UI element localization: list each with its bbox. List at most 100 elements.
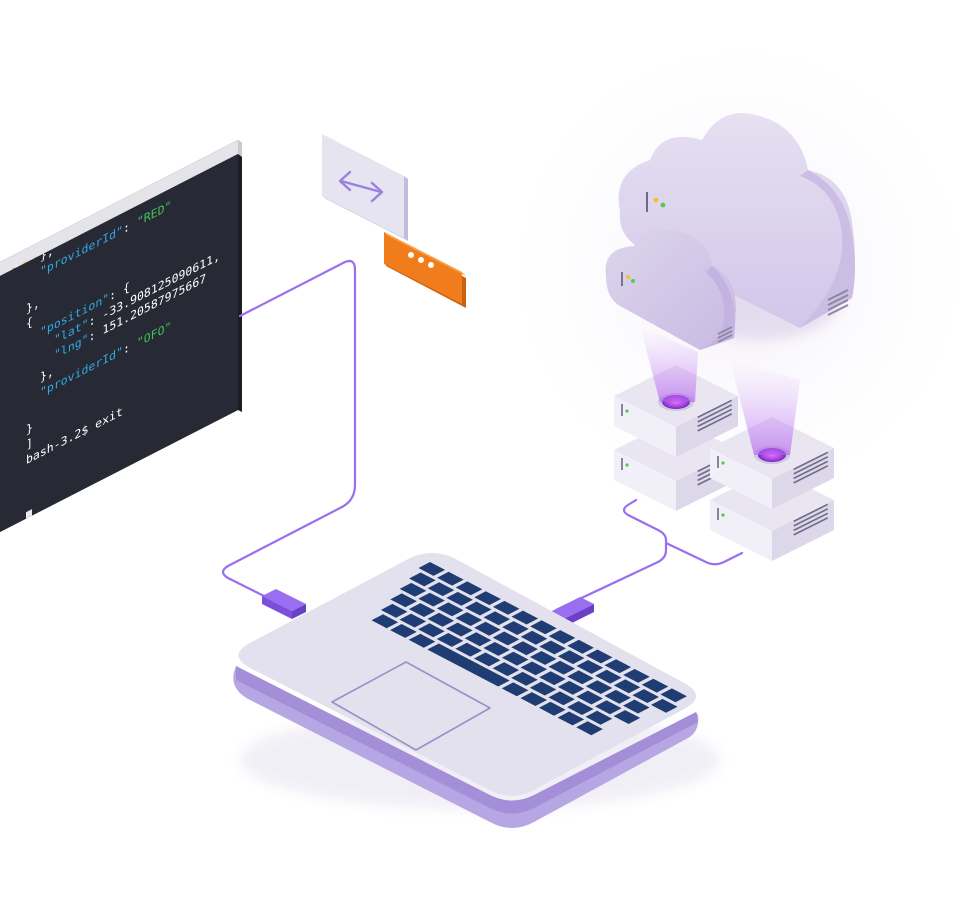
keyboard-key[interactable] [418,592,445,607]
keyboard-key[interactable] [595,700,622,715]
terminal-window: "position": {"lat": -33.915162,"lng": 15… [0,140,242,532]
keyboard-key[interactable] [529,651,557,665]
keyboard-key[interactable] [492,631,520,646]
cloud-small [605,229,736,350]
keyboard-key[interactable] [455,642,482,657]
keyboard-key[interactable] [576,660,604,674]
keyboard-key[interactable] [585,680,613,694]
server-link-cable [664,541,744,566]
keyboard-key[interactable] [399,582,427,597]
status-light-icon [631,279,635,283]
keyboard-key[interactable] [483,611,511,626]
keyboard [371,562,687,736]
server-cable [554,498,668,612]
keyboard-key[interactable] [548,691,575,706]
keyboard-key[interactable] [464,632,492,647]
keyboard-key[interactable] [473,652,501,667]
keyboard-key[interactable] [520,630,548,645]
usb-connector-left [262,589,306,619]
ellipsis-icon [408,252,434,268]
server-stacks [614,365,834,561]
status-light-icon [653,197,659,203]
keyboard-key[interactable] [483,642,510,656]
keyboard-key[interactable] [539,640,566,655]
keyboard-key[interactable] [585,710,613,725]
keyboard-key[interactable] [511,610,539,625]
trackpad[interactable] [331,661,491,751]
keyboard-key[interactable] [548,630,576,644]
status-light-icon [626,275,630,279]
keyboard-key[interactable] [530,620,557,635]
keyboard-key[interactable] [632,689,659,703]
keyboard-key[interactable] [427,643,510,687]
keyboard-key[interactable] [660,688,687,703]
keyboard-key[interactable] [455,581,483,596]
keyboard-key[interactable] [474,621,501,636]
keyboard-key[interactable] [623,669,650,683]
keyboard-key[interactable] [390,593,417,608]
keyboard-key[interactable] [492,600,520,615]
keyboard-key[interactable] [604,659,632,674]
keyboard-key[interactable] [585,649,613,664]
keyboard-key[interactable] [427,612,455,627]
keyboard-key[interactable] [511,641,538,656]
keyboard-key[interactable] [380,603,408,618]
code-brackets-icon [338,170,384,203]
keyboard-key[interactable] [409,572,436,587]
keyboard-key[interactable] [446,591,473,606]
keyboard-key[interactable] [641,678,669,693]
keyboard-key[interactable] [511,671,538,686]
keyboard-key[interactable] [613,679,641,694]
keyboard-key[interactable] [595,669,622,684]
keyboard-key[interactable] [539,701,566,716]
keyboard-key[interactable] [502,621,529,635]
keyboard-key[interactable] [557,711,585,726]
keyboard-key[interactable] [464,601,492,616]
cables [221,259,744,612]
keyboard-key[interactable] [427,582,455,597]
keyboard-key[interactable] [557,680,585,695]
keyboard-key[interactable] [520,661,548,676]
status-light-icon [625,463,629,467]
keyboard-key[interactable] [371,614,399,629]
keyboard-key[interactable] [567,701,594,715]
keyboard-key[interactable] [408,603,436,617]
terminal-cable [221,259,357,602]
light-beam [730,360,800,455]
keyboard-key[interactable] [446,622,473,637]
laptop [233,553,720,828]
keyboard-key[interactable] [408,633,436,648]
keyboard-key[interactable] [455,612,483,626]
keyboard-key[interactable] [501,682,529,697]
terminal-line: { [26,315,33,332]
keyboard-key[interactable] [436,602,464,617]
keyboard-key[interactable] [418,623,445,638]
keyboard-key[interactable] [548,660,576,675]
keyboard-key[interactable] [418,562,446,576]
keyboard-key[interactable] [399,613,427,628]
keyboard-key[interactable] [390,624,417,638]
keyboard-key[interactable] [436,633,464,647]
keyboard-key[interactable] [567,670,594,685]
keyboard-key[interactable] [501,651,529,666]
keyboard-key[interactable] [539,671,566,686]
keyboard-key[interactable] [529,681,557,696]
keyboard-key[interactable] [557,650,585,665]
terminal-title-bar [0,140,238,276]
keyboard-key[interactable] [576,690,603,705]
keyboard-key[interactable] [492,662,520,677]
terminal-body [0,154,238,532]
keyboard-key[interactable] [474,591,501,606]
keyboard-key[interactable] [613,710,641,724]
terminal-line: } [26,420,33,437]
keyboard-key[interactable] [651,698,678,713]
keyboard-key[interactable] [604,689,631,704]
keyboard-key[interactable] [576,721,603,736]
light-beam [640,326,698,402]
keyboard-key[interactable] [437,571,464,586]
keyboard-key[interactable] [567,639,594,654]
keyboard-key[interactable] [520,692,547,706]
message-card [384,232,466,308]
keyboard-key[interactable] [623,699,650,714]
